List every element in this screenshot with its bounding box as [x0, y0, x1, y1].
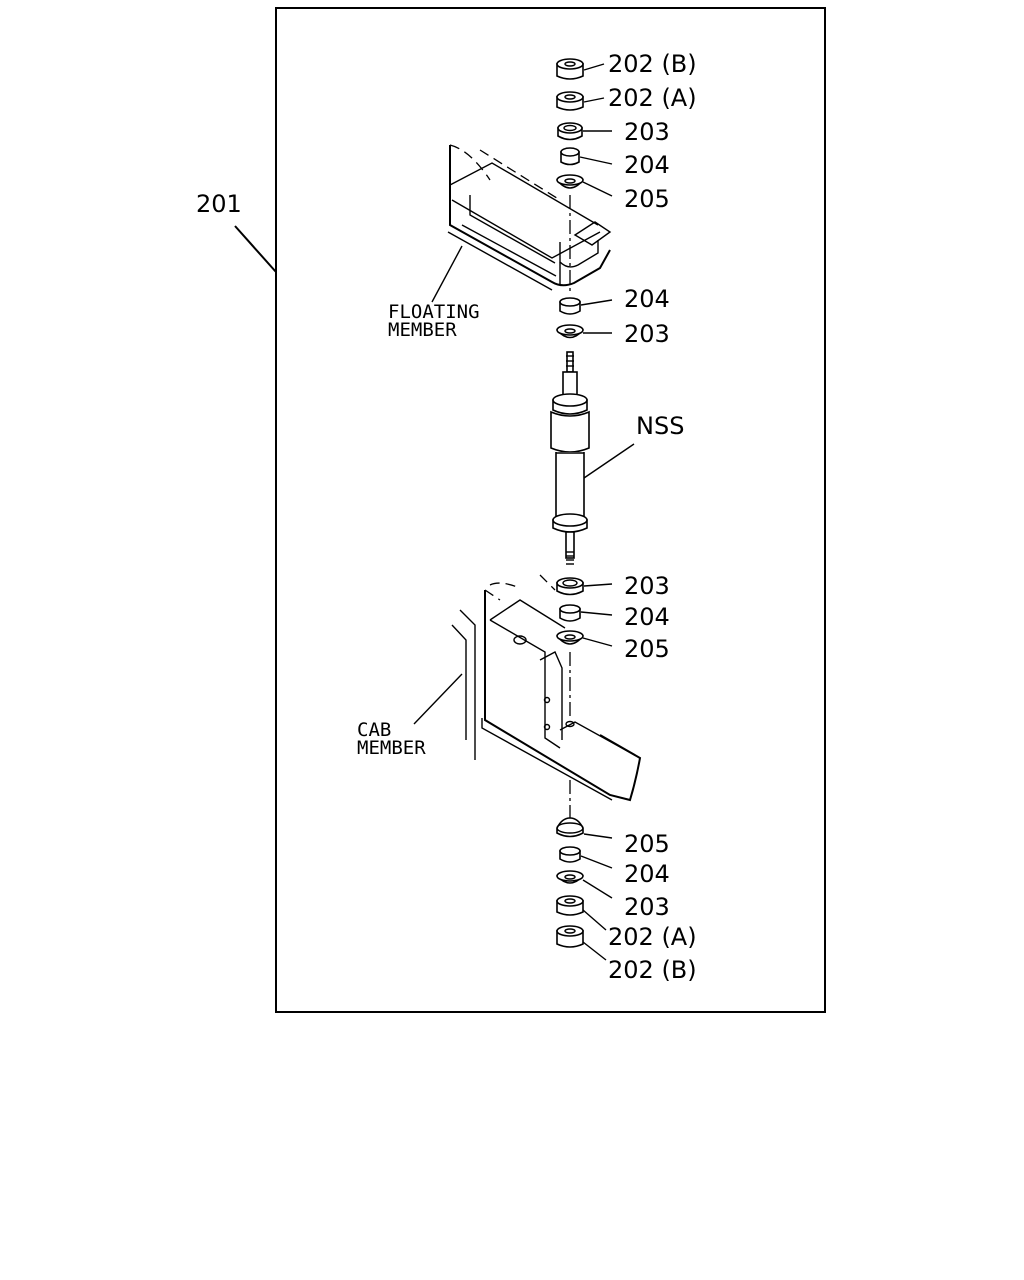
callout-bottom-1: 205 — [624, 830, 670, 858]
floating-member-label-line1: FLOATING — [388, 301, 480, 323]
top-hardware-stack — [556, 58, 584, 295]
callout-top-2: 202 (A) — [608, 84, 697, 112]
cab-member — [451, 574, 642, 802]
shock-label-leader — [583, 443, 635, 479]
diagram-frame — [275, 7, 826, 1013]
bottom-hardware-stack — [556, 780, 613, 961]
bushing-203-top — [557, 122, 583, 141]
assembly-ref-leader — [234, 225, 277, 273]
bushing-203-bottom — [556, 870, 584, 884]
upper-mid-stack — [556, 297, 613, 339]
callout-bottom-3: 203 — [624, 893, 670, 921]
washer-205-top — [556, 174, 584, 189]
callout-lower-mid-1: 203 — [624, 572, 670, 600]
cab-member-label-line2: MEMBER — [357, 737, 426, 759]
callout-top-1: 202 (B) — [608, 50, 697, 78]
bushing-203-lower — [556, 577, 584, 596]
assembly-ref-label: 201 — [196, 190, 242, 218]
floating-member-leader — [431, 245, 463, 303]
floating-member — [447, 144, 612, 291]
callout-bottom-2: 204 — [624, 860, 670, 888]
callout-upper-mid-2: 203 — [624, 320, 670, 348]
collar-204-lower — [559, 604, 581, 622]
bushing-203-upper — [556, 324, 584, 339]
nut-202b-bottom — [556, 925, 584, 948]
nut-202a-bottom — [556, 895, 584, 916]
callout-bottom-5: 202 (B) — [608, 956, 697, 984]
cab-member-label-line1: CAB — [357, 719, 391, 741]
top-callout-leaders — [579, 63, 613, 197]
callout-top-5: 205 — [624, 185, 670, 213]
shock-label: NSS — [636, 412, 684, 440]
cab-member-leader — [413, 673, 463, 725]
callout-top-3: 203 — [624, 118, 670, 146]
callout-bottom-4: 202 (A) — [608, 923, 697, 951]
collar-204-top — [560, 147, 580, 166]
collar-204-bottom — [559, 846, 581, 863]
washer-205-lower-mid — [556, 630, 584, 645]
washer-205-bottom — [556, 817, 584, 838]
collar-204-upper — [559, 297, 581, 315]
callout-lower-mid-2: 204 — [624, 603, 670, 631]
nut-202a-top — [556, 91, 584, 111]
callout-upper-mid-1: 204 — [624, 285, 670, 313]
floating-member-label-line2: MEMBER — [388, 319, 457, 341]
callout-top-4: 204 — [624, 151, 670, 179]
nut-202b-top — [556, 58, 584, 80]
lower-mid-stack — [556, 577, 613, 647]
shock-absorber — [550, 351, 590, 565]
callout-lower-mid-3: 205 — [624, 635, 670, 663]
